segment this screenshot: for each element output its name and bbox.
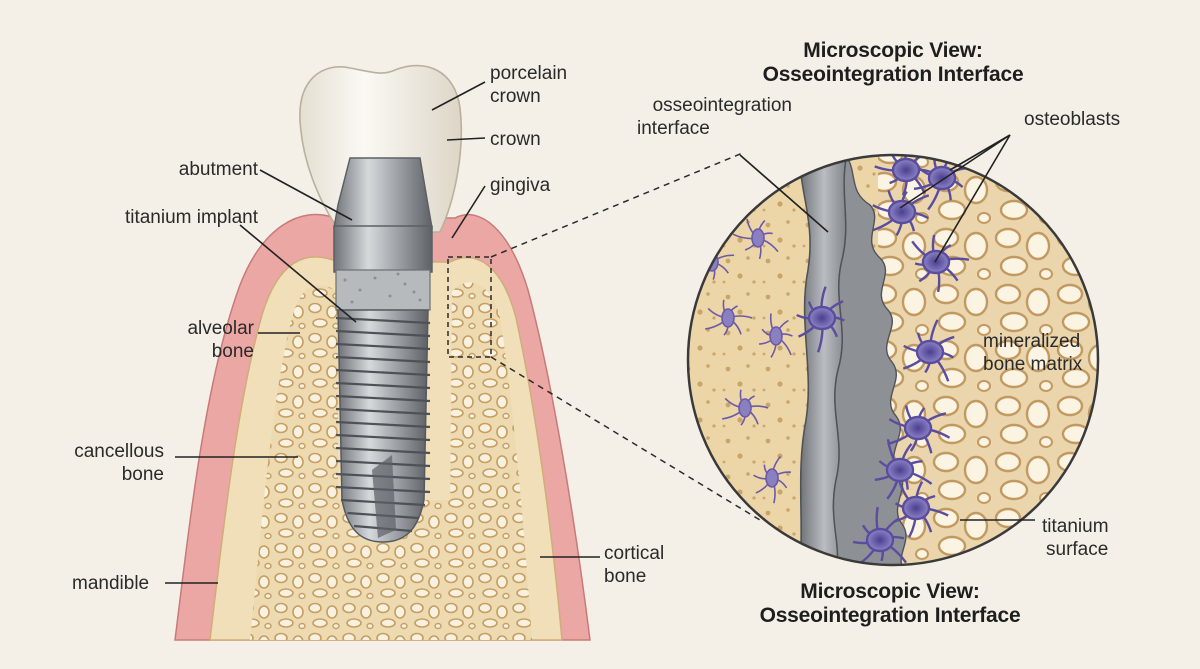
magnified-region-box <box>447 256 492 358</box>
top-title-line1: Microscopic View: <box>803 39 983 62</box>
label-porcelain-crown: porcelain crown <box>490 63 568 107</box>
label-gingiva: gingiva <box>490 175 551 196</box>
cancellous-bone-shape <box>250 282 532 640</box>
label-mandible: mandible <box>72 573 150 594</box>
top-title-line2: Osseointegration Interface <box>762 63 1024 86</box>
label-osteoblasts: osteoblasts <box>1024 109 1121 130</box>
bottom-title: Microscopic View: Osseointegration Inter… <box>760 580 1021 628</box>
bottom-title-line1: Microscopic View: <box>800 580 980 603</box>
bottom-title-line2: Osseointegration Interface <box>759 604 1021 627</box>
label-mineralized-bone-matrix: mineralized bone matrix <box>983 331 1083 375</box>
top-title: Microscopic View: Osseointegration Inter… <box>763 39 1024 87</box>
label-alveolar-bone: alveolar bone <box>187 318 254 362</box>
label-crown: crown <box>490 129 541 150</box>
label-titanium-surface: titanium surface <box>1042 516 1109 560</box>
implant-body-shape <box>337 309 429 543</box>
label-cancellous-bone: cancellous bone <box>74 441 164 485</box>
leader-lines <box>165 81 1035 584</box>
label-abutment: abutment <box>178 159 258 180</box>
label-osseointegration-interface: osseointegration interface <box>637 95 792 139</box>
label-titanium-implant: titanium implant <box>124 207 258 228</box>
label-cortical-bone: cortical bone <box>604 543 665 587</box>
